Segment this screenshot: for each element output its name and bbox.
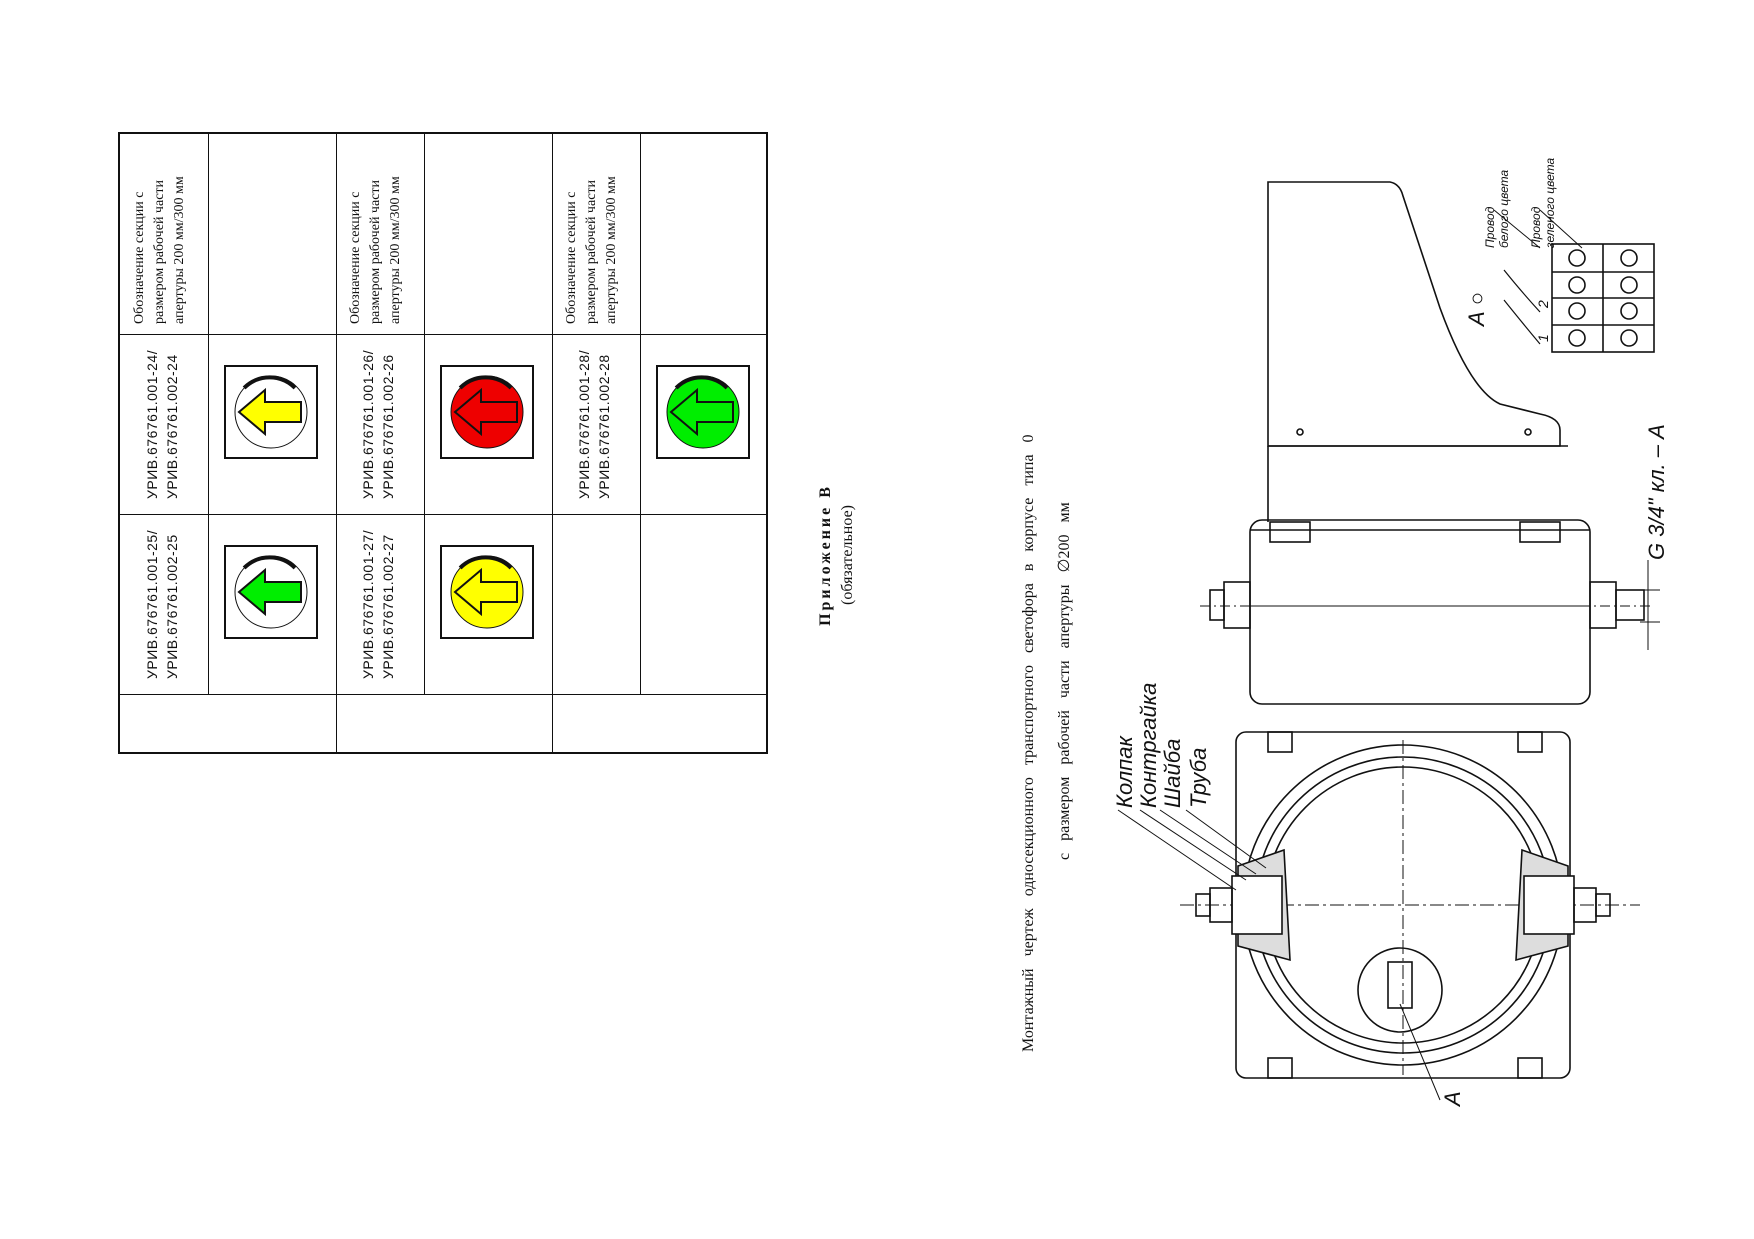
- signal-yellow-arrow-icon: [224, 365, 318, 459]
- label-wire-green-2: зеленого цвета: [1543, 158, 1557, 249]
- signal-green-arrow-icon: [224, 545, 318, 639]
- label-view-a-circle: А ○: [1464, 292, 1489, 328]
- housing-body-outline: [1249, 519, 1591, 705]
- sections-table: Обозначение секции с размером рабочей ча…: [118, 132, 768, 754]
- label-wire-white-1: Провод: [1483, 206, 1497, 248]
- signal-icons: [224, 365, 750, 639]
- terminal-block-detail: [1503, 243, 1655, 353]
- signal-green-circle-arrow-icon: [656, 365, 750, 459]
- label-wire-white-2: белого цвета: [1497, 169, 1511, 248]
- label-num-1: 1: [1535, 334, 1551, 342]
- label-wire-green-1: Провод: [1529, 206, 1543, 248]
- label-thread: G 3/4" кл. – А: [1644, 424, 1669, 560]
- label-washer: Шайба: [1160, 739, 1185, 808]
- label-pipe: Труба: [1186, 748, 1211, 808]
- signal-yellow-circle-arrow-icon: [440, 545, 534, 639]
- label-locknut: Контргайка: [1136, 683, 1161, 808]
- signal-red-arrow-icon: [440, 365, 534, 459]
- label-num-2: 2: [1535, 300, 1551, 309]
- label-view-a: А: [1440, 1091, 1465, 1108]
- label-cap: Колпак: [1112, 735, 1137, 808]
- housing-hood-outline: [1267, 181, 1561, 447]
